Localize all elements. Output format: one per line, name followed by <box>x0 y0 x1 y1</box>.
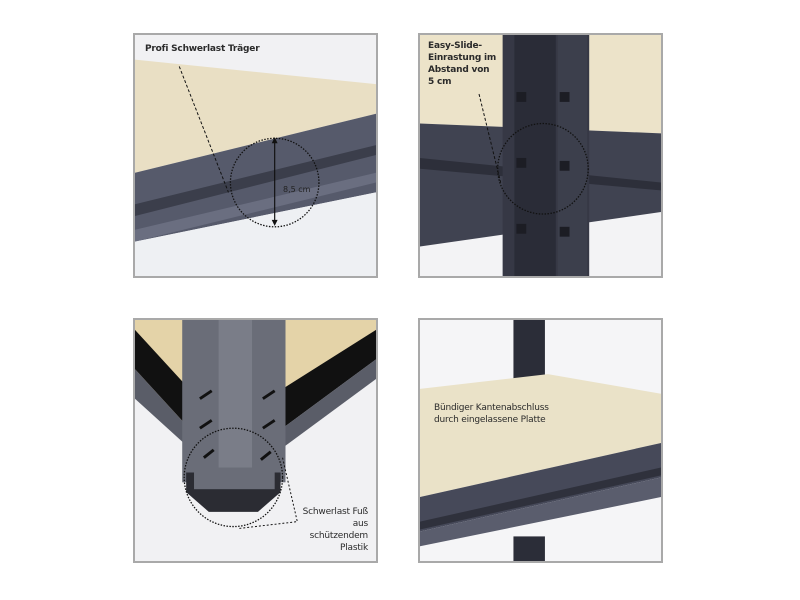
panel-flush-edge: Bündiger Kantenabschluss durch eingelass… <box>418 318 663 563</box>
panel-heavy-duty-beam: Profi Schwerlast Träger 8,5 cm <box>133 33 378 278</box>
measurement-label: 8,5 cm <box>283 185 311 194</box>
caption-line: Easy-Slide- <box>428 41 482 51</box>
caption-line: 5 cm <box>428 77 452 87</box>
caption-line: schützendem <box>309 531 369 541</box>
caption-line: Abstand von <box>428 65 490 75</box>
caption-line: aus <box>352 519 369 529</box>
caption-easy-slide: Easy-Slide- Einrastung im Abstand von 5 … <box>428 40 496 88</box>
caption-flush-edge: Bündiger Kantenabschluss durch eingelass… <box>434 402 549 426</box>
caption-line: Einrastung im <box>428 53 497 63</box>
caption-plastic-foot: Schwerlast Fuß aus schützendem Plastik <box>302 506 369 554</box>
panel-plastic-foot: Schwerlast Fuß aus schützendem Plastik <box>133 318 378 563</box>
caption-line: Plastik <box>340 543 368 553</box>
upright-photo <box>420 35 661 276</box>
caption-line: Schwerlast Fuß <box>302 507 369 517</box>
caption-heavy-duty-beam: Profi Schwerlast Träger <box>145 44 260 54</box>
beam-photo <box>135 35 376 276</box>
caption-line: durch eingelassene Platte <box>434 415 546 425</box>
shelf-photo <box>420 320 661 561</box>
panel-easy-slide: Easy-Slide- Einrastung im Abstand von 5 … <box>418 33 663 278</box>
caption-line: Bündiger Kantenabschluss <box>434 403 549 413</box>
foot-photo <box>135 320 376 561</box>
